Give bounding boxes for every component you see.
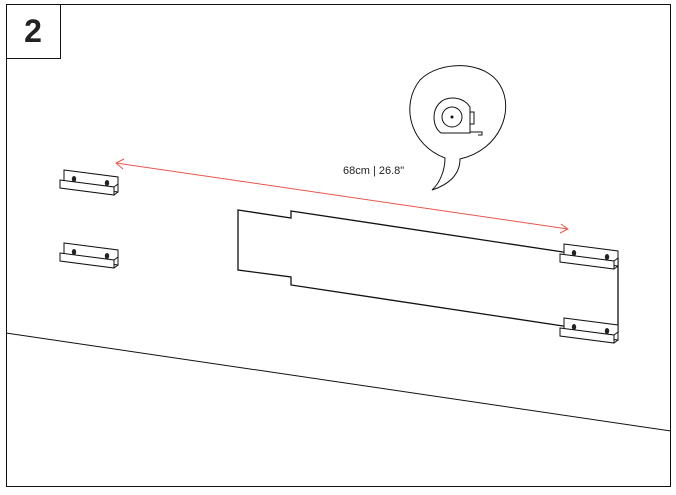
- wall-bracket-left-bottom: [59, 242, 119, 269]
- frame-border: [6, 4, 671, 487]
- floor-line: [5, 332, 672, 432]
- wall-bracket-left-top: [59, 169, 119, 196]
- step-box: [6, 4, 61, 59]
- step-number: 2: [24, 12, 42, 49]
- tape-measure-icon: [433, 97, 483, 136]
- measurement-label: 68cm | 26.8": [343, 165, 405, 177]
- measurement-arrow: [115, 158, 569, 234]
